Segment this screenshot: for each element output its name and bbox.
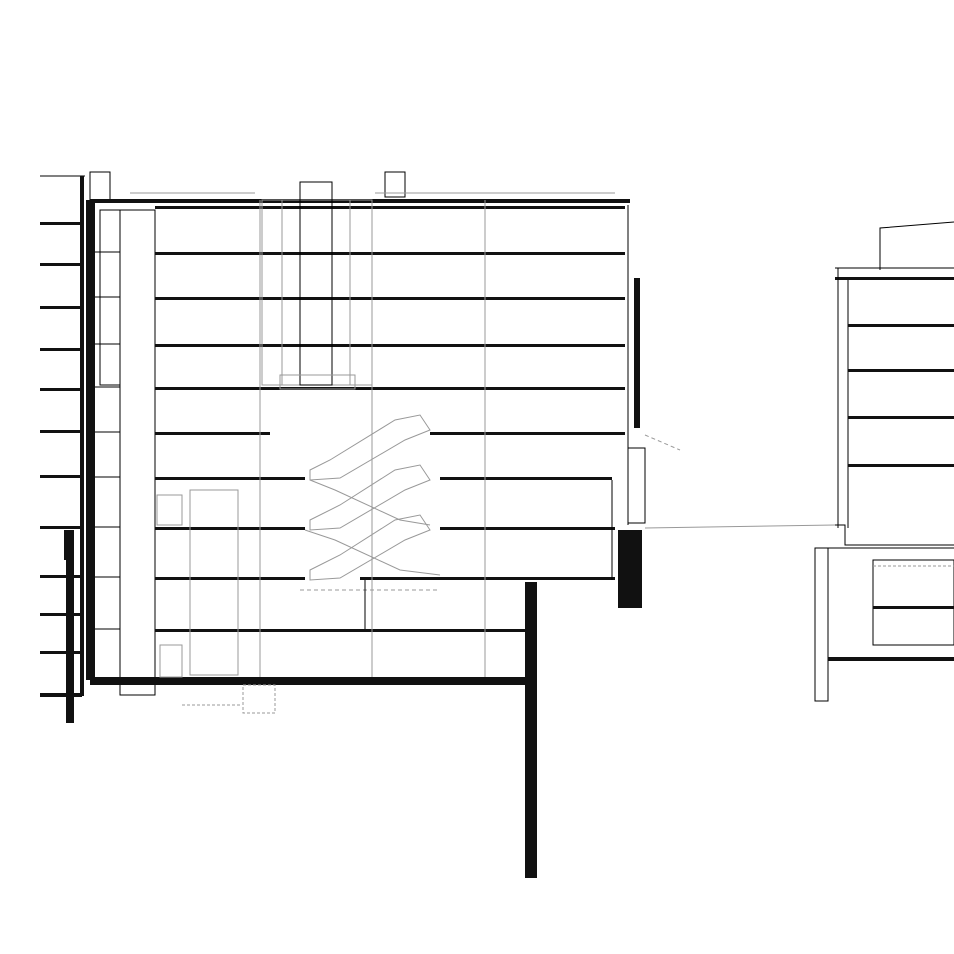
lift-shaft <box>119 209 156 696</box>
escalators <box>304 414 441 581</box>
roof-plant <box>384 171 406 198</box>
right-neighbour-building <box>814 221 954 702</box>
left-neighbour-building <box>40 175 85 723</box>
ground-line <box>644 524 836 529</box>
retaining-wall <box>525 582 537 878</box>
main-building-section <box>86 171 681 878</box>
